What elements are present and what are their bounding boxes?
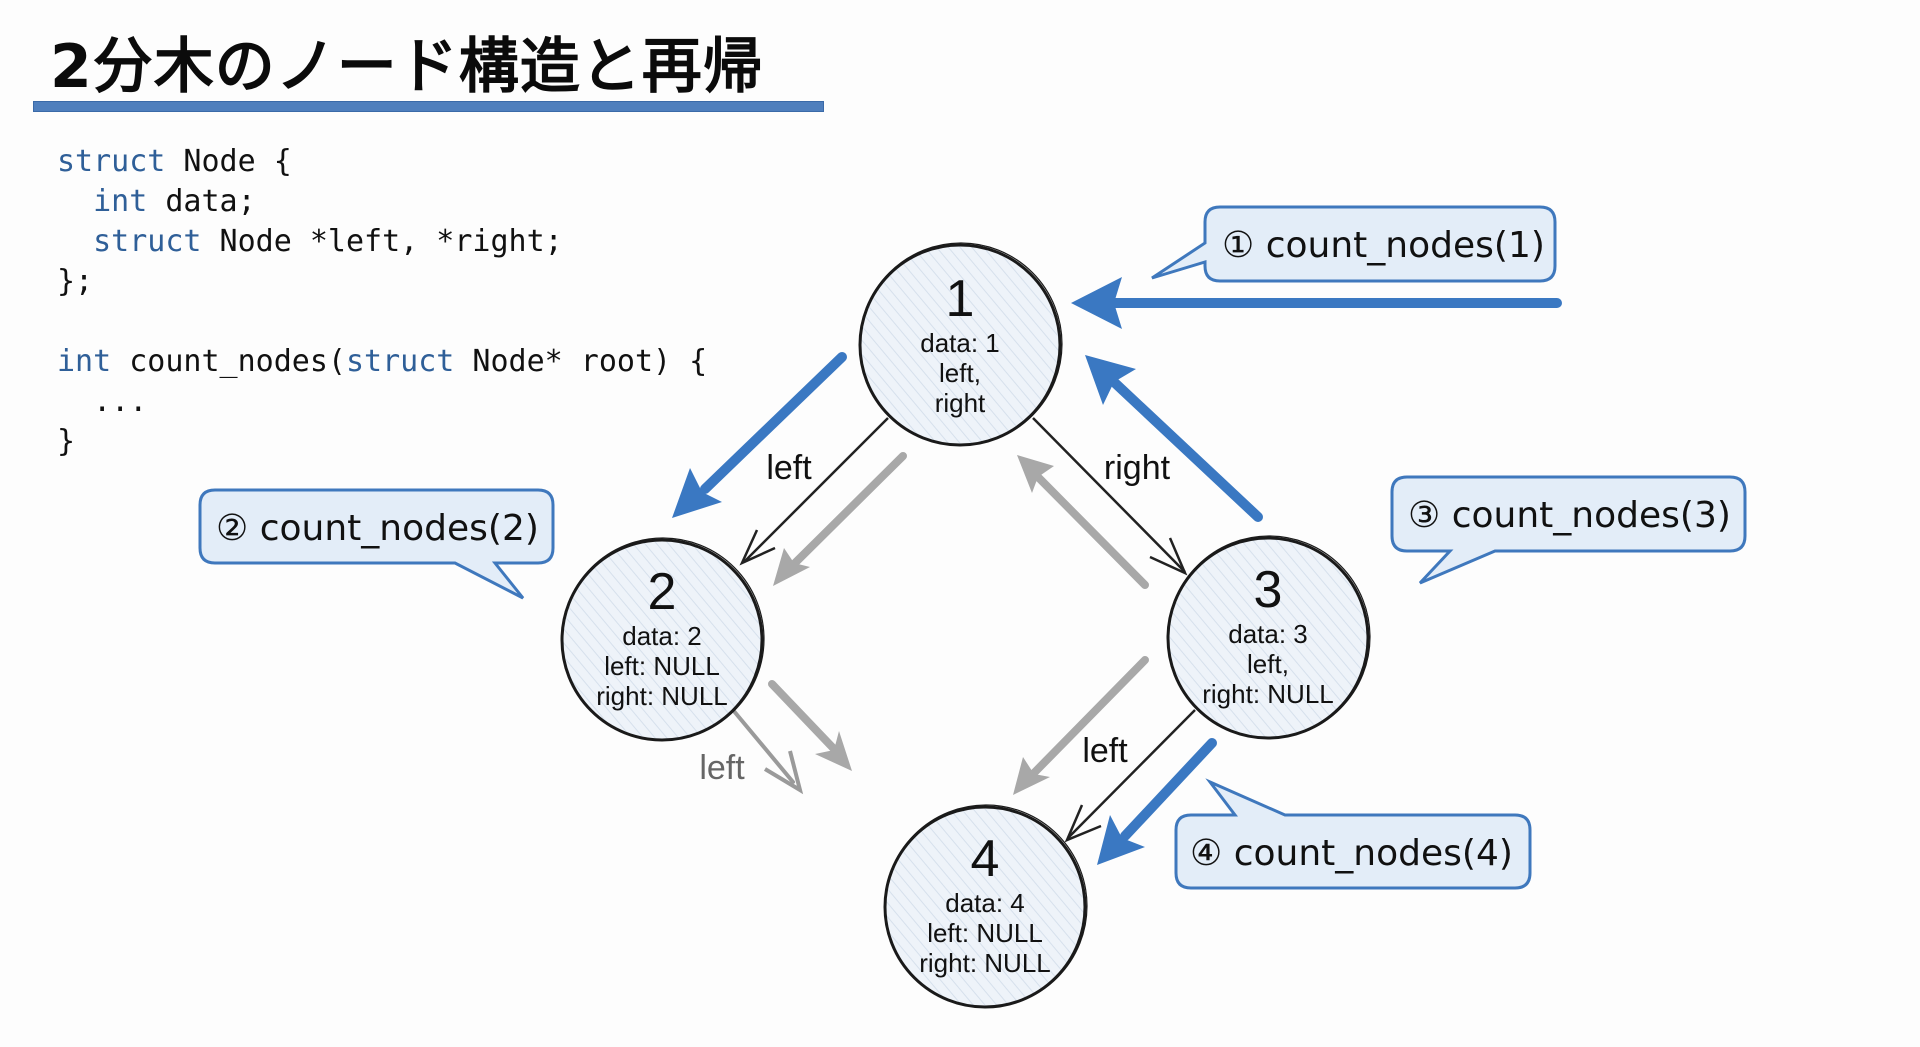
node-left: left: NULL (604, 651, 720, 681)
call-step-4: ④ count_nodes(4) (1190, 833, 1513, 874)
gray-arrow-3-4 (1013, 656, 1149, 795)
call-arrow-4 (1097, 738, 1217, 865)
title-underline (33, 101, 824, 112)
call-arrow-2 (672, 352, 847, 518)
edge-label-left-1-2: left (766, 449, 812, 487)
call-step-3: ③ count_nodes(3) (1408, 495, 1731, 536)
tree-node-2: 2 data: 2 left: NULL right: NULL (560, 537, 765, 742)
node-data: data: 2 (622, 621, 702, 651)
node-right: right: NULL (919, 948, 1051, 978)
code-keyword: int (57, 344, 112, 379)
node-right: right: NULL (596, 681, 728, 711)
code-line: ... (57, 382, 707, 422)
edge-label-left-2-null: left (699, 749, 745, 787)
gray-arrow-2-null-b (731, 708, 804, 795)
edge-label-left-3-4: left (1082, 732, 1128, 770)
code-text: ... (57, 384, 148, 419)
gray-arrow-2-null-a (768, 680, 852, 771)
call-bubble-4: ④ count_nodes(4) (1174, 778, 1532, 890)
page-title: 2分木のノード構造と再帰 (50, 32, 764, 102)
code-line: }; (57, 262, 707, 302)
code-text: Node* root) { (454, 344, 708, 379)
node-right: right (935, 388, 986, 418)
edge-1-3 (1032, 417, 1188, 576)
code-line: struct Node { (57, 142, 707, 182)
tree-node-4: 4 data: 4 left: NULL right: NULL (883, 804, 1088, 1009)
code-block: struct Node { int data; struct Node *lef… (57, 142, 707, 462)
node-data: data: 3 (1228, 619, 1308, 649)
code-text: } (57, 424, 76, 459)
code-line: int data; (57, 182, 707, 222)
code-text: data; (147, 184, 256, 219)
code-text: }; (57, 264, 94, 299)
code-line: } (57, 422, 707, 462)
code-keyword: struct (57, 144, 166, 179)
gray-arrow-1-2 (773, 452, 907, 586)
call-step-2: ② count_nodes(2) (216, 508, 539, 549)
code-text: Node { (165, 144, 292, 179)
code-keyword: int (93, 184, 148, 219)
call-bubble-3: ③ count_nodes(3) (1390, 475, 1747, 585)
call-bubble-2: ② count_nodes(2) (198, 488, 555, 600)
edge-1-2 (739, 417, 889, 566)
node-right: right: NULL (1202, 679, 1334, 709)
return-arrow-3 (1085, 355, 1263, 522)
node-data: data: 1 (920, 328, 1000, 358)
call-step-1: ① count_nodes(1) (1222, 225, 1545, 266)
node-left: left, (939, 358, 981, 388)
node-left: left, (1247, 649, 1289, 679)
edge-3-4 (1064, 709, 1196, 843)
call-bubble-1: ① count_nodes(1) (1151, 205, 1557, 283)
code-text: count_nodes( (111, 344, 346, 379)
tree-node-3: 3 data: 3 left, right: NULL (1166, 535, 1371, 740)
tree-node-1: 1 data: 1 left, right (858, 242, 1063, 447)
code-text: Node *left, *right; (201, 224, 563, 259)
code-line: int count_nodes(struct Node* root) { (57, 342, 707, 382)
node-number: 4 (971, 830, 1000, 888)
code-line: struct Node *left, *right; (57, 222, 707, 262)
edge-label-right-1-3: right (1104, 449, 1171, 487)
node-number: 2 (648, 563, 677, 621)
node-left: left: NULL (927, 918, 1043, 948)
node-data: data: 4 (945, 888, 1025, 918)
code-keyword: struct (346, 344, 455, 379)
node-number: 1 (946, 270, 975, 328)
call-arrow-1 (1071, 277, 1562, 329)
node-number: 3 (1254, 561, 1283, 619)
code-keyword: struct (93, 224, 202, 259)
gray-arrow-3-1 (1017, 455, 1149, 589)
